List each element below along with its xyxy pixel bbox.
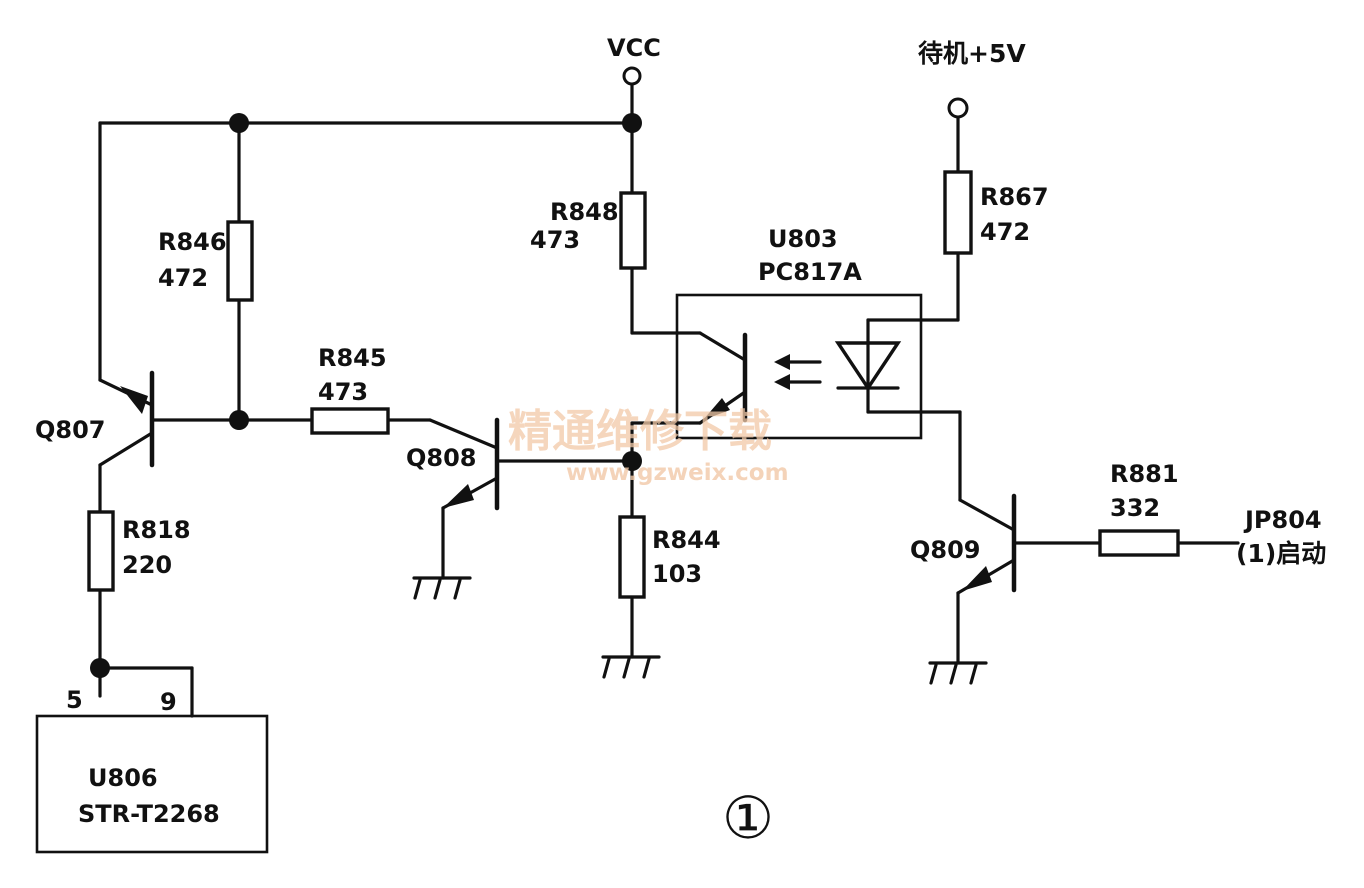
r845-ref: R845 xyxy=(318,344,387,372)
ic-u806: 5 9 U806 STR-T2268 xyxy=(35,686,269,854)
jp804-ref: JP804 xyxy=(1243,506,1322,534)
ic-pin-9: 9 xyxy=(160,688,177,716)
q809-emitter-arrow xyxy=(962,566,992,591)
u803-ref: U803 xyxy=(768,225,838,253)
q807-emitter-arrow xyxy=(120,386,148,414)
junction-nodes xyxy=(90,113,642,678)
r818-ref: R818 xyxy=(122,516,191,544)
r846-value: 472 xyxy=(158,264,208,292)
standby-rail-label: 待机+5V xyxy=(918,39,1026,68)
q808-label: Q808 xyxy=(406,444,477,472)
watermark-text: 精通维修下载 xyxy=(508,406,772,457)
r844-value: 103 xyxy=(652,560,702,588)
connector-jp804: JP804 (1)启动 xyxy=(1236,506,1326,568)
ic-body xyxy=(35,714,269,854)
r867-value: 472 xyxy=(980,218,1030,246)
transistor-q809: Q809 xyxy=(910,493,1017,595)
r818-value: 220 xyxy=(122,551,172,579)
resistor-r848: R848 473 xyxy=(530,191,647,270)
vcc-terminal xyxy=(622,66,642,86)
resistor-r844: R844 103 xyxy=(618,515,721,599)
junction-node xyxy=(90,658,110,678)
transistor-q807: Q807 xyxy=(35,370,155,468)
ic-pin-5: 5 xyxy=(66,686,83,714)
resistor-r845: R845 473 xyxy=(310,344,390,435)
figure-number: ① xyxy=(722,784,774,852)
u803-part: PC817A xyxy=(758,258,862,286)
r881-value: 332 xyxy=(1110,494,1160,522)
watermark: 精通维修下载 www.gzweix.com xyxy=(508,406,789,486)
optocoupler-u803: U803 PC817A xyxy=(675,225,923,440)
vcc-label: VCC xyxy=(607,34,661,62)
resistor-r818: R818 220 xyxy=(87,510,191,592)
transistor-q808: Q808 xyxy=(406,417,500,511)
u806-part: STR-T2268 xyxy=(78,800,220,828)
junction-node xyxy=(622,451,642,471)
q807-label: Q807 xyxy=(35,416,106,444)
r848-value: 473 xyxy=(530,226,580,254)
r881-ref: R881 xyxy=(1110,460,1179,488)
u806-ref: U806 xyxy=(88,764,158,792)
junction-node xyxy=(622,113,642,133)
ground-r844 xyxy=(601,655,661,679)
resistor-r867: R867 472 xyxy=(943,170,1049,255)
optocoupler-body xyxy=(675,293,923,440)
r867-ref: R867 xyxy=(980,183,1049,211)
junction-node xyxy=(229,410,249,430)
r846-ref: R846 xyxy=(158,228,227,256)
phototransistor-arrow xyxy=(703,398,730,420)
light-arrow-icon xyxy=(774,374,790,390)
resistor-r846: R846 472 xyxy=(158,220,254,302)
wires xyxy=(98,82,1240,718)
r844-ref: R844 xyxy=(652,526,721,554)
q808-emitter-arrow xyxy=(443,484,474,508)
r848-ref: R848 xyxy=(550,198,619,226)
resistor-r881: R881 332 xyxy=(1098,460,1180,557)
led-diode-icon xyxy=(834,341,902,392)
standby-terminal xyxy=(947,97,969,119)
r845-value: 473 xyxy=(318,378,368,406)
watermark-url: www.gzweix.com xyxy=(566,460,789,486)
ground-q809 xyxy=(928,661,988,685)
light-arrow-icon xyxy=(774,354,790,370)
q809-label: Q809 xyxy=(910,536,981,564)
jp804-pin-label: (1)启动 xyxy=(1236,539,1326,568)
ground-q808 xyxy=(412,576,472,600)
junction-node xyxy=(229,113,249,133)
